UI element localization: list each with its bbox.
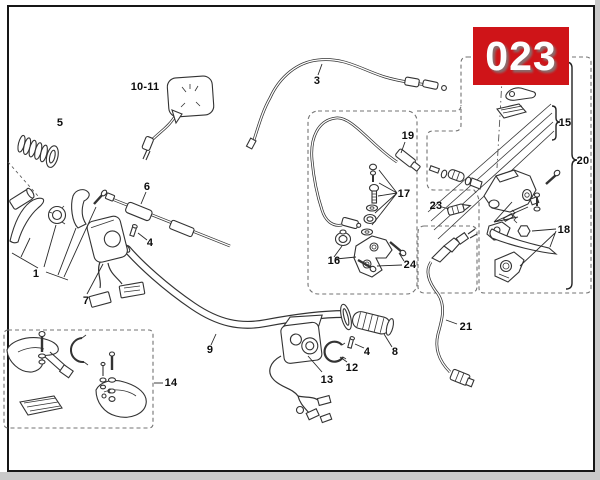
part-label-1: 1 [32, 268, 40, 280]
bar-end-flange [340, 303, 352, 331]
part-label-19: 19 [401, 130, 415, 142]
part-label-5: 5 [56, 117, 64, 129]
brake-hose-group-box [307, 110, 418, 295]
clutch-lever-cluster [7, 161, 108, 281]
part-label-20: 20 [576, 155, 590, 167]
left-grip-drawing [17, 134, 59, 168]
sensor-cable-drawing [426, 228, 478, 388]
pin-and-circlip [323, 336, 365, 363]
small-fittings-row [428, 165, 483, 190]
page-number-badge: 023 [473, 27, 569, 85]
part-label-15: 15 [558, 117, 572, 129]
part-label-12: 12 [345, 362, 359, 374]
mirror-drawing [141, 75, 215, 161]
right-switch-housing [269, 314, 333, 424]
sensor-cable-group-box [417, 225, 478, 294]
handguard-kit-box [3, 329, 154, 429]
part-label-21: 21 [459, 321, 473, 333]
part-label-3: 3 [313, 75, 321, 87]
dashed-group-boxes [3, 56, 592, 429]
page-edge-shadow-bottom [0, 472, 600, 480]
exploded-axis-lines [427, 61, 555, 240]
part-label-14: 14 [164, 377, 178, 389]
part-label-23: 23 [429, 200, 443, 212]
master-cylinder-group-box [426, 56, 592, 294]
reference-brackets [551, 61, 578, 290]
right-grip-drawing [351, 311, 395, 336]
part-label-4-left: 4 [146, 237, 154, 249]
part-label-10-11: 10-11 [130, 81, 160, 93]
brake-hose-group [310, 116, 421, 278]
part-label-7: 7 [82, 295, 90, 307]
part-label-13: 13 [320, 374, 334, 386]
part-label-17: 17 [397, 188, 411, 200]
leader-8 [383, 333, 393, 348]
page-number-text: 023 [485, 32, 557, 79]
page-edge-shadow-right [595, 0, 600, 480]
clutch-cable-adjuster [104, 191, 231, 248]
part-label-24: 24 [403, 259, 417, 271]
part-label-16: 16 [327, 255, 341, 267]
handguard-kit [6, 330, 163, 418]
part-label-6: 6 [143, 181, 151, 193]
part-label-4-right: 4 [363, 346, 371, 358]
throttle-cable-drawing [245, 58, 447, 150]
left-switch-housing [86, 215, 146, 308]
part-label-18: 18 [557, 224, 571, 236]
master-cylinder-group [441, 87, 561, 283]
part-label-8: 8 [391, 346, 399, 358]
part-label-9: 9 [206, 344, 214, 356]
